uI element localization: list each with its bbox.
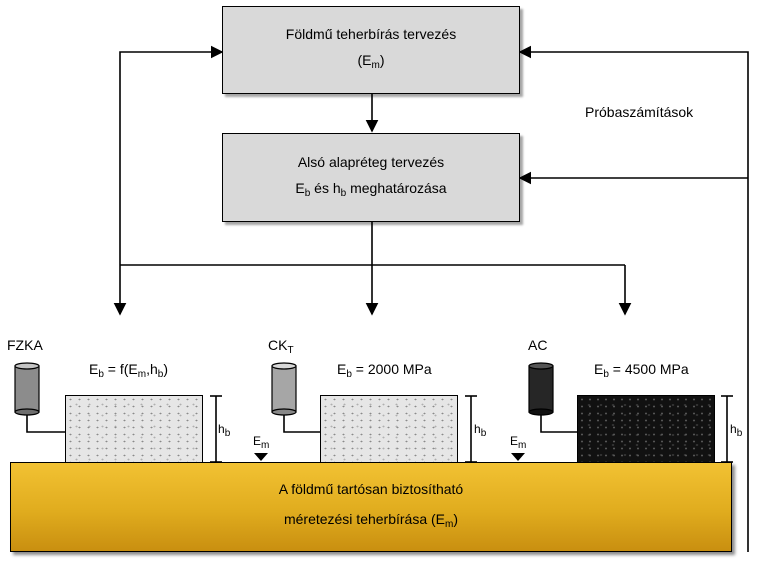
formula-ac: Eb = 4500 MPa [594,361,689,380]
box-subbase-params: Eb és hb meghatározása [295,179,447,199]
layer-block-fzka [65,395,203,463]
left-feedback-line [119,45,224,265]
em-label-2: Em [510,434,527,451]
layer-block-ac [577,395,715,463]
hb-label-1: hb [218,422,231,439]
subgrade-ground: A földmű tartósan biztosítható méretezés… [10,462,732,552]
hb-label-3: hb [730,422,743,439]
cylinder-ckt [271,362,297,416]
hb-label-2: hb [474,422,487,439]
label-ac: AC [528,337,548,353]
right-feedback-line [518,45,749,552]
box-subbase-design: Alsó alapréteg tervezés Eb és hb meghatá… [222,133,520,222]
ground-line2: méretezési teherbírása (Em) [283,511,459,530]
cylinder-fzka [14,362,40,416]
em-marker-1 [254,453,268,461]
em-label-1: Em [253,434,270,451]
trial-calculations-label: Próbaszámítások [585,104,694,120]
formula-ckt: Eb = 2000 MPa [337,361,432,380]
label-fzka: FZKA [7,337,43,353]
cylinder-ac [528,362,554,416]
ground-line1: A földmű tartósan biztosítható [278,481,464,497]
layer-block-ckt [320,395,458,463]
formula-fzka: Eb = f(Em,hb) [89,361,169,380]
em-marker-2 [511,453,525,461]
box-subbase-title: Alsó alapréteg tervezés [297,153,445,170]
box-subgrade-title: Földmű teherbírás tervezés [285,26,457,42]
label-ckt: CKT [268,337,294,356]
box-subgrade-design: Földmű teherbírás tervezés (Em) [222,6,520,94]
box-subgrade-em: (Em) [357,52,385,71]
